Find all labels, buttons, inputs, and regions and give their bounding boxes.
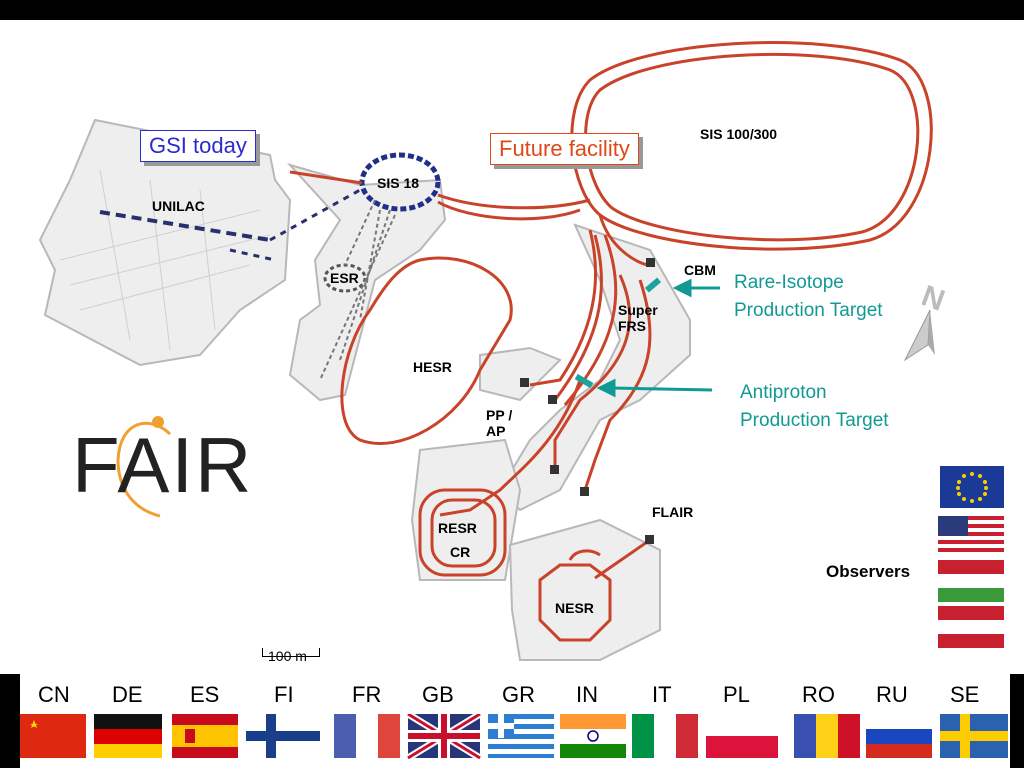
code-fi: FI — [274, 682, 294, 707]
flag-gb-icon — [406, 714, 482, 760]
flag-it-icon — [632, 714, 698, 758]
sis300-ring — [584, 52, 920, 242]
nesr-ring — [538, 563, 612, 642]
label-pp-ap: PP / AP — [486, 407, 513, 440]
fair-logo-text: FAIR — [72, 421, 254, 509]
flag-ru-icon — [866, 714, 932, 758]
flag-pl-icon — [706, 714, 778, 758]
label-sis100-300: SIS 100/300 — [700, 126, 778, 142]
flag-se-icon — [940, 714, 1008, 758]
flag-fi-icon — [246, 714, 320, 758]
code-pl: PL — [723, 682, 750, 707]
fair-logo — [116, 416, 172, 518]
resr-ring — [418, 488, 507, 577]
code-se: SE — [950, 682, 980, 707]
code-ro: RO — [802, 682, 835, 707]
code-de: DE — [112, 682, 143, 707]
label-cbm: CBM — [684, 262, 716, 278]
code-gb: GB — [422, 682, 454, 707]
facility-plan-drawing — [38, 41, 935, 661]
target-markers — [574, 277, 662, 389]
observers-label: Observers — [826, 562, 911, 581]
flag-fr-icon — [334, 714, 400, 758]
label-nesr: NESR — [555, 600, 594, 616]
sis100-ring — [570, 41, 933, 251]
gsi-building-grid — [59, 169, 271, 351]
label-resr: RESR — [438, 520, 477, 536]
label-cr: CR — [450, 544, 471, 560]
flag-es-icon — [172, 714, 238, 758]
label-rare-isotope-target: Rare-Isotope Production Target — [734, 272, 883, 321]
flag-us-icon — [938, 516, 1004, 556]
label-hesr: HESR — [413, 359, 452, 375]
flag-at-icon — [938, 606, 1004, 648]
flag-ro-icon — [794, 714, 860, 758]
label-antiproton-target: Antiproton Production Target — [740, 382, 889, 431]
beam-endpoints — [520, 258, 655, 544]
code-cn: CN — [38, 682, 70, 707]
label-unilac: UNILAC — [152, 198, 205, 214]
facility-map: GSI today Future facility SIS 100/300 SI… — [0, 20, 1024, 674]
label-flair: FLAIR — [652, 504, 694, 520]
cr-ring — [430, 498, 497, 568]
scale-bar — [262, 648, 320, 657]
code-ru: RU — [876, 682, 908, 707]
label-super-frs: Super FRS — [618, 302, 658, 335]
flag-eu-icon — [940, 466, 1004, 508]
future-facility-heading: Future facility — [490, 133, 639, 165]
future-beamlines — [289, 41, 933, 642]
flag-hu-icon — [938, 560, 1004, 602]
flag-gr-icon — [488, 714, 554, 758]
code-gr: GR — [502, 682, 535, 707]
north-compass-icon — [903, 309, 935, 362]
flag-de-icon — [94, 714, 162, 758]
code-es: ES — [190, 682, 220, 707]
gsi-today-heading: GSI today — [140, 130, 256, 162]
label-sis18: SIS 18 — [377, 175, 420, 191]
unilac-beamline — [99, 188, 361, 262]
code-it: IT — [652, 682, 672, 707]
observer-flags — [938, 466, 1004, 648]
hesr-ring — [340, 256, 513, 445]
member-flags-bar: CN DE ES FI FR GB GR IN IT PL RO RU SE — [20, 674, 1010, 768]
gsi-experimental-beamlines — [319, 199, 396, 381]
code-fr: FR — [352, 682, 382, 707]
flag-cn-icon — [20, 714, 86, 758]
label-esr: ESR — [330, 270, 359, 286]
flag-in-icon — [560, 714, 626, 758]
target-arrows — [596, 278, 720, 398]
scale-bar-label: 100 m — [268, 648, 307, 664]
code-in: IN — [576, 682, 598, 707]
member-flags — [20, 714, 1008, 760]
